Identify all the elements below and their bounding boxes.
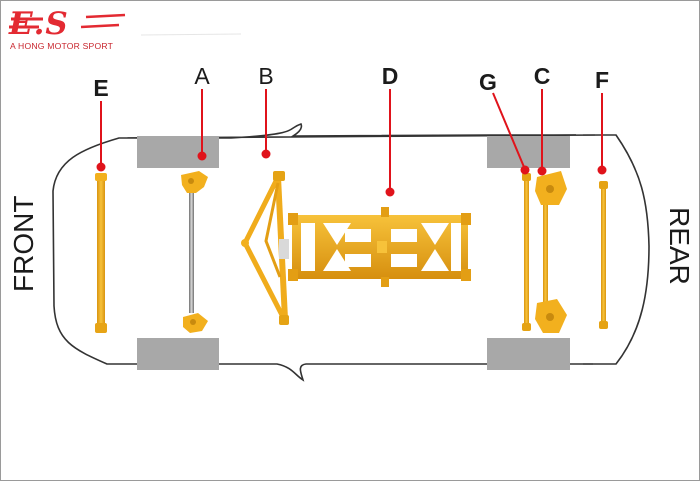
pointer-d-dot — [385, 187, 395, 197]
pointer-g-dot — [520, 165, 530, 175]
bar-b — [241, 171, 289, 325]
label-c: C — [533, 63, 551, 89]
logo-swoosh — [9, 13, 242, 36]
wheels — [137, 136, 570, 370]
label-d: D — [381, 63, 399, 89]
brand-tagline: A HONG MOTOR SPORT — [10, 41, 114, 51]
rear-label: REAR — [664, 207, 695, 285]
pointer-g — [492, 92, 525, 168]
bar-c — [535, 171, 567, 333]
pointer-a-dot — [197, 151, 207, 161]
label-g: G — [479, 69, 497, 95]
pointers — [96, 89, 607, 197]
label-a: A — [194, 63, 210, 89]
label-f: F — [594, 67, 610, 93]
label-e: E — [93, 75, 109, 101]
wheel-front-left — [137, 136, 219, 168]
pointer-b-dot — [261, 149, 271, 159]
front-label: FRONT — [8, 195, 39, 292]
wheel-rear-right — [487, 338, 570, 370]
car-outline — [52, 123, 650, 382]
pointer-f-dot — [597, 165, 607, 175]
pointer-c-dot — [537, 166, 547, 176]
wheel-front-right — [137, 338, 219, 370]
pointer-e-dot — [96, 162, 106, 172]
wheel-rear-left — [487, 136, 570, 168]
bar-a — [181, 171, 208, 333]
frame-d — [288, 207, 471, 287]
brand-logo: E.S — [9, 6, 69, 42]
bar-e — [95, 173, 107, 333]
bar-g — [522, 173, 531, 331]
bar-f — [599, 181, 608, 329]
label-b: B — [258, 63, 274, 89]
